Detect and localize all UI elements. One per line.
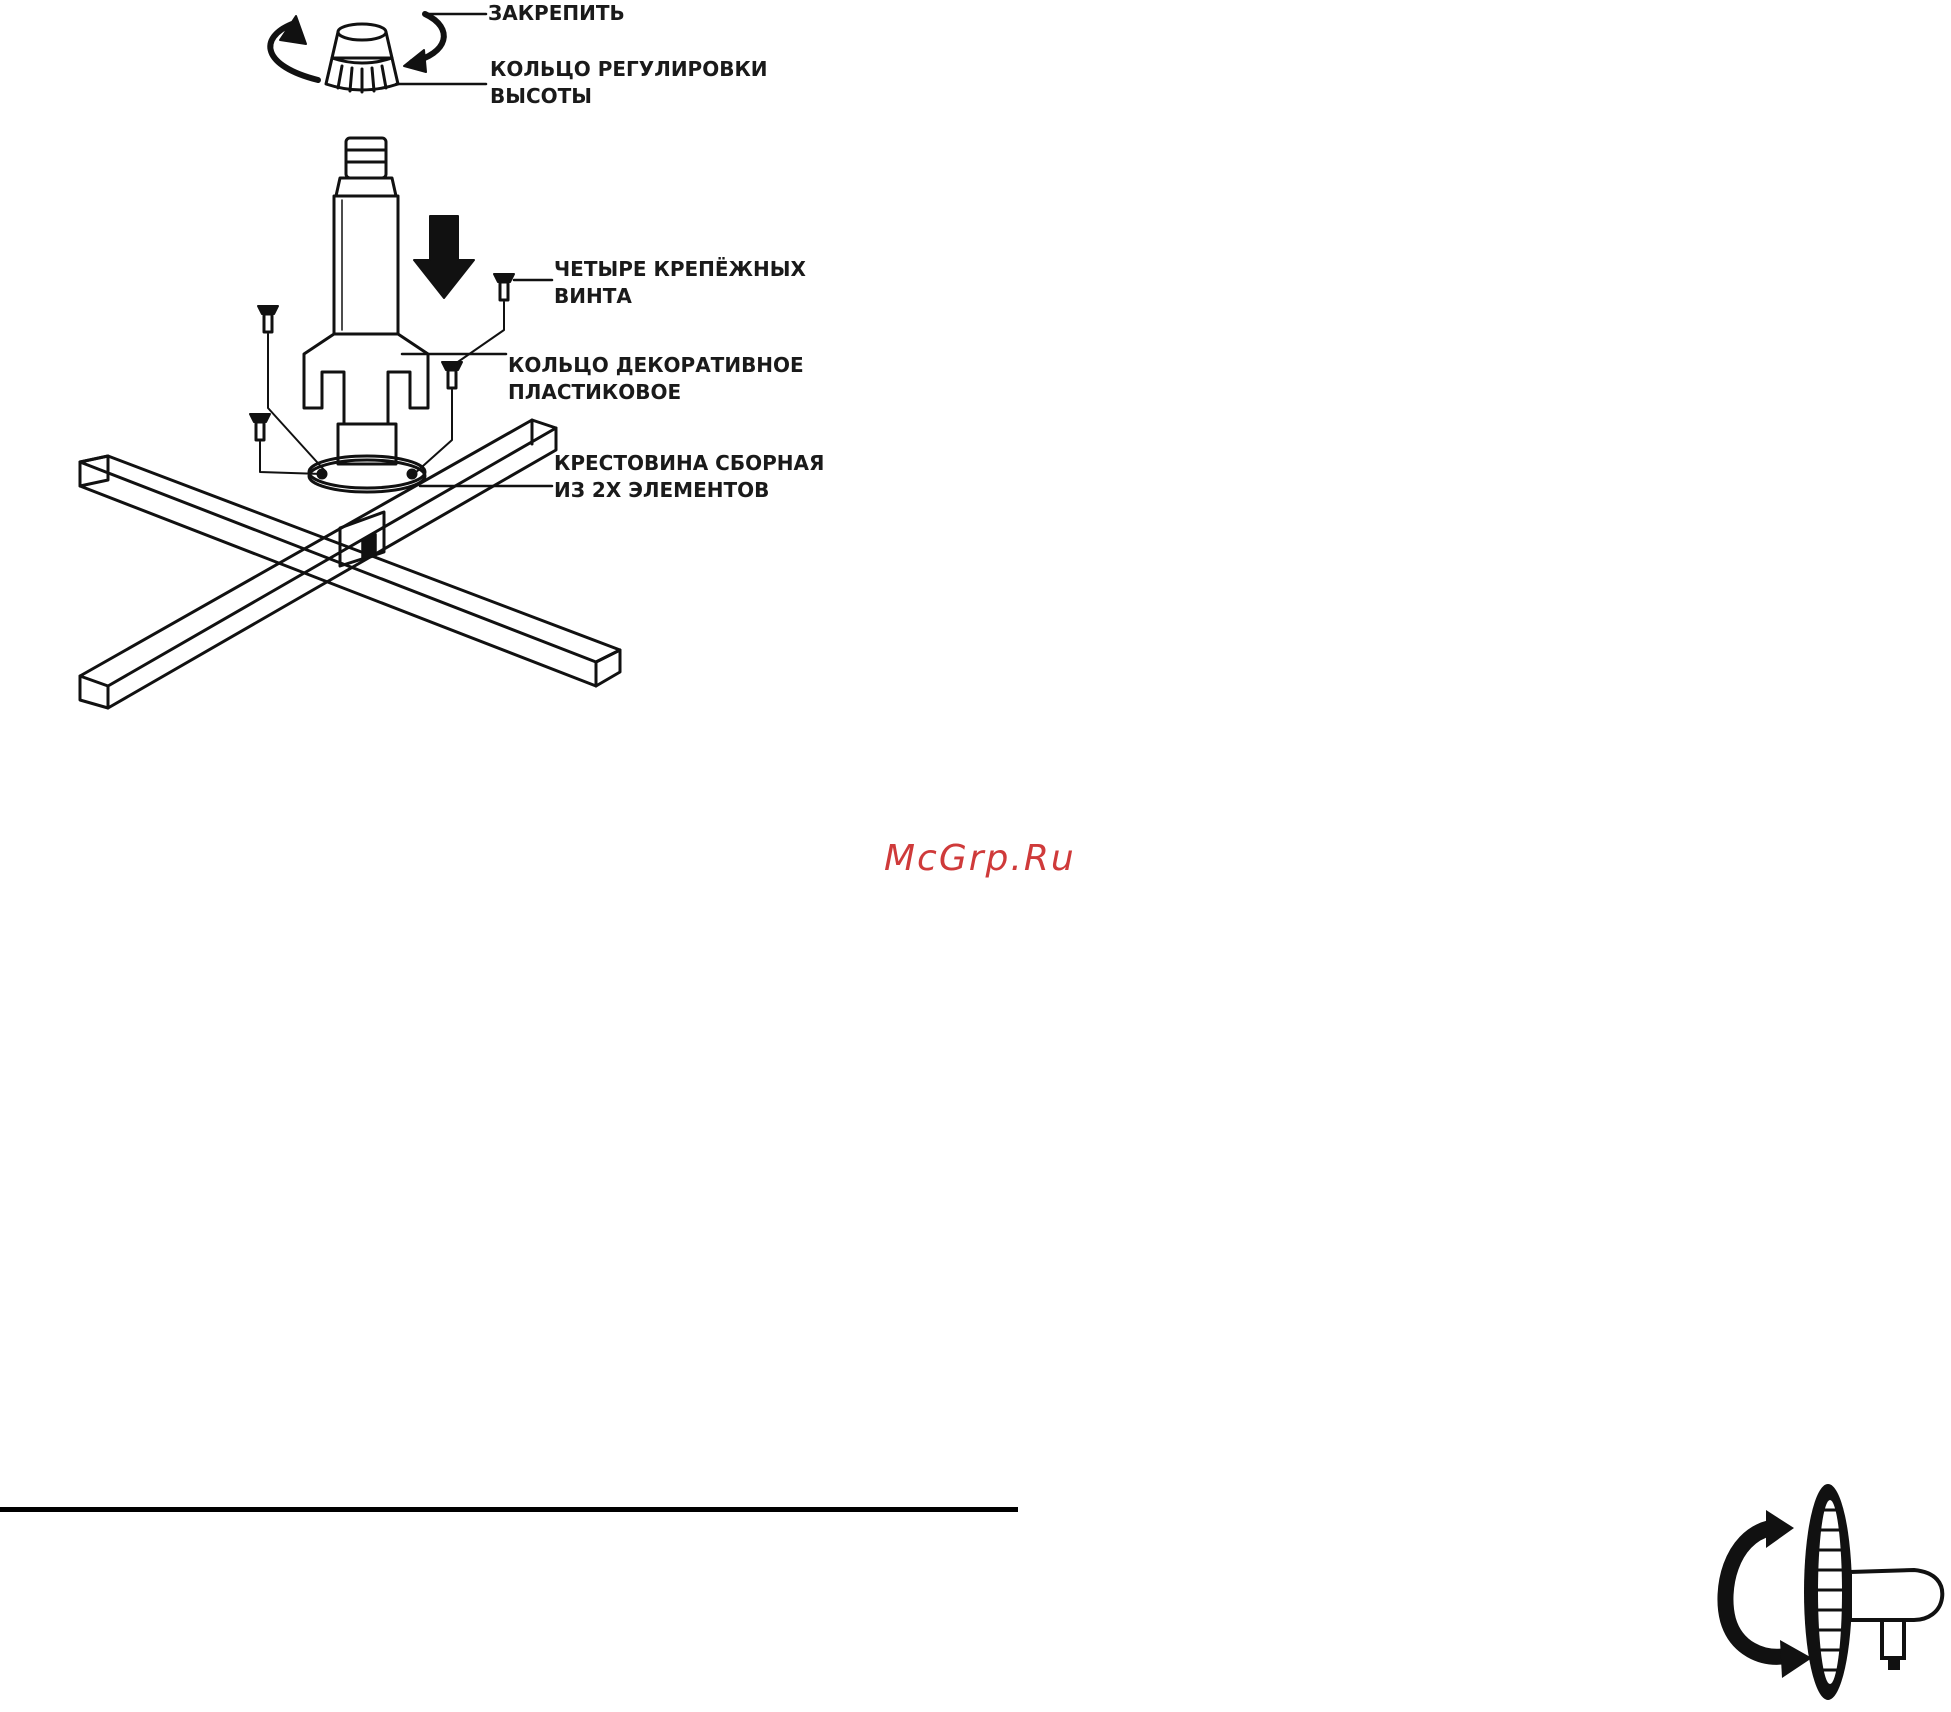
- section-divider: [0, 1507, 1018, 1512]
- label-height-ring: КОЛЬЦО РЕГУЛИРОВКИ ВЫСОТЫ: [490, 56, 768, 110]
- label-screws: ЧЕТЫРЕ КРЕПЁЖНЫХ ВИНТА: [554, 256, 806, 310]
- height-ring-knob: [326, 24, 398, 92]
- label-cross-base-line2: ИЗ 2Х ЭЛЕМЕНТОВ: [554, 477, 824, 504]
- guide-lines: [260, 302, 504, 474]
- label-screws-line1: ЧЕТЫРЕ КРЕПЁЖНЫХ: [554, 256, 806, 283]
- down-arrow-icon: [414, 216, 474, 298]
- label-height-ring-line1: КОЛЬЦО РЕГУЛИРОВКИ: [490, 56, 768, 83]
- label-decorative-ring-line1: КОЛЬЦО ДЕКОРАТИВНОЕ: [508, 352, 804, 379]
- base-flange: [309, 424, 425, 492]
- label-decorative-ring-line2: ПЛАСТИКОВОЕ: [508, 379, 804, 406]
- decorative-ring: [304, 334, 428, 424]
- fan-side-icon: [1700, 1480, 1950, 1705]
- label-cross-base-line1: КРЕСТОВИНА СБОРНАЯ: [554, 450, 824, 477]
- pole: [334, 138, 398, 334]
- label-height-ring-line2: ВЫСОТЫ: [490, 83, 768, 110]
- screw: [258, 306, 278, 332]
- screw: [494, 274, 514, 300]
- label-screws-line2: ВИНТА: [554, 283, 806, 310]
- label-decorative-ring: КОЛЬЦО ДЕКОРАТИВНОЕ ПЛАСТИКОВОЕ: [508, 352, 804, 406]
- label-fix-text: ЗАКРЕПИТЬ: [488, 0, 625, 27]
- label-cross-base: КРЕСТОВИНА СБОРНАЯ ИЗ 2Х ЭЛЕМЕНТОВ: [554, 450, 824, 504]
- watermark: McGrp.Ru: [884, 838, 1076, 879]
- screw: [250, 414, 270, 440]
- label-fix: ЗАКРЕПИТЬ: [488, 0, 625, 27]
